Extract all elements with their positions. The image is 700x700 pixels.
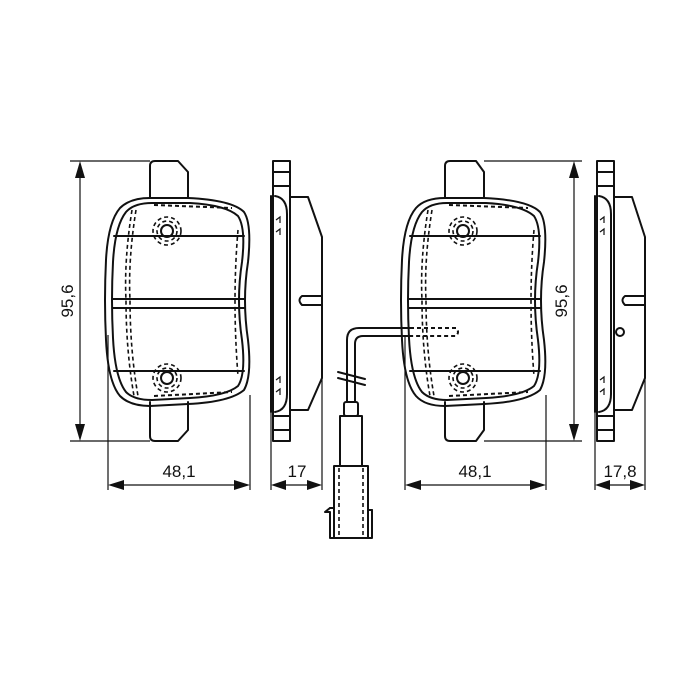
right-height-dimension: 95,6: [484, 160, 582, 442]
wear-indicator-sensor: [324, 327, 459, 539]
left-height-dimension: 95,6: [58, 160, 150, 442]
left-thickness-dimension: 17: [270, 378, 323, 490]
left-pad-side-view: [270, 160, 323, 442]
right-height-label: 95,6: [552, 284, 571, 317]
right-thickness-label: 17,8: [603, 462, 636, 481]
right-width-dimension: 48,1: [404, 335, 547, 490]
right-pad-front-view: [400, 160, 547, 442]
rivet-icon: [152, 216, 182, 246]
rivet-icon: [152, 363, 182, 393]
rivet-icon: [448, 363, 478, 393]
right-pad-side-view: [594, 160, 646, 442]
right-width-label: 48,1: [458, 462, 491, 481]
left-pad-front-view: [104, 160, 251, 442]
rivet-icon: [448, 216, 478, 246]
left-height-label: 95,6: [58, 284, 77, 317]
left-thickness-label: 17: [288, 462, 307, 481]
right-thickness-dimension: 17,8: [594, 378, 646, 490]
left-width-label: 48,1: [162, 462, 195, 481]
left-width-dimension: 48,1: [107, 335, 251, 490]
